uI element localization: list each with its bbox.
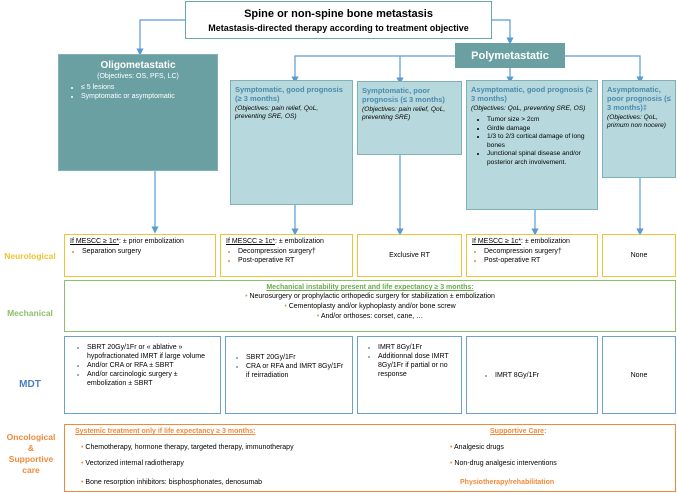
sub-header-rest: , poor prognosis (≤ 3 months)‡ [607,85,671,112]
onco-label-line: Supportive [8,454,54,464]
sub-bullet: Junctional spinal disease and/or posteri… [487,150,593,167]
mechanical-cell: Mechanical instability present and life … [64,280,676,332]
supportive-title-colon: : [544,428,547,435]
mechanical-bullet-text: Neurosurgery or prophylactic orthopedic … [249,293,495,300]
mdt-cell-symptomatic-good: SBRT 20Gy/1Fr CRA or RFA and IMRT 8Gy/1F… [225,336,353,414]
neuro-condition-rest: : ± prior embolization [118,238,184,245]
neuro-bullet: Decompression surgery† [238,247,347,256]
systemic-bullet: • Bone resorption inhibitors: bisphospho… [81,479,263,486]
supportive-bullet-text: Non-drug analgesic interventions [454,460,557,467]
neuro-bullet: Decompression surgery† [484,247,592,256]
row-label-mdt: MDT [19,379,41,390]
systemic-bullet: • Vectorized internal radiotherapy [81,460,184,467]
sub-bullet: Tumor size > 2cm [487,116,593,125]
mdt-cell-asymptomatic-poor: None [602,336,676,414]
oligometastatic-objectives: (Objectives: OS, PFS, LC) [97,73,179,80]
mechanical-bullet-text: Cementoplasty and/or kyphoplasty and/or … [288,303,456,310]
neuro-condition: If MESCC ≥ 1c* [226,238,275,245]
mdt-bullet: IMRT 8Gy/1Fr [495,371,591,380]
supportive-footer: Physiotherapy/rehabilitation [460,479,555,486]
neuro-condition-rest: : ± embolization [274,238,324,245]
mechanical-bullet: • And/or orthoses: corset, cane, … [316,313,424,320]
neuro-condition: If MESCC ≥ 1c* [70,238,119,245]
oligo-bullet: Symptomatic or asymptomatic [81,92,217,101]
mdt-bullet: CRA or RFA and IMRT 8Gy/1Fr if reirradia… [246,362,346,380]
systemic-title: Systemic treatment only if life expectan… [75,428,256,435]
sub-objectives: (Objectives: QoL, preventing SRE, OS) [471,105,586,112]
systemic-bullet: • Chemotherapy, hormone therapy, targete… [81,444,294,451]
neuro-bullet: Post-operative RT [238,256,347,265]
row-label-oncological: Oncological & Supportive care [0,432,62,476]
diagram-title: Spine or non-spine bone metastasis Metas… [185,1,492,39]
mdt-bullet: And/or carcinologic surgery ± embolizati… [87,370,214,388]
onco-label-line: Oncological [6,432,56,442]
sub-objectives: (Objectives: QoL, primum non nocere) [607,114,667,129]
supportive-title: Supportive Care: [490,428,546,435]
sub-asymptomatic-poor: Asymptomatic, poor prognosis (≤ 3 months… [602,80,676,178]
supportive-bullet: • Analgesic drugs [450,444,504,451]
mechanical-title: Mechanical instability present and life … [266,284,474,291]
neuro-cell-asymptomatic-poor: None [602,234,676,277]
mdt-bullet: And/or CRA or RFA ± SBRT [87,361,214,370]
sub-header-rest: good prognosis (≥ 3 months) [235,85,343,103]
mdt-bullet: Additionnal dose IMRT 8Gy/1Fr if partial… [378,352,455,379]
oncological-cell: Systemic treatment only if life expectan… [64,424,676,492]
neuro-condition-rest: : ± embolization [520,238,570,245]
sub-header-strong: Symptomatic, [235,85,285,94]
neuro-bullet: Separation surgery [82,247,210,256]
neuro-bullet: Post-operative RT [484,256,592,265]
sub-asymptomatic-good: Asymptomatic, good prognosis (≥ 3 months… [466,80,598,210]
mdt-bullet: IMRT 8Gy/1Fr [378,343,455,352]
title-line2: Metastasis-directed therapy according to… [208,23,469,33]
neuro-cell-oligo: If MESCC ≥ 1c*: ± prior embolization Sep… [64,234,216,277]
systemic-bullet-text: Bone resorption inhibitors: bisphosphona… [85,479,263,486]
oligometastatic-box: Oligometastatic (Objectives: OS, PFS, LC… [58,54,218,171]
onco-label-line: care [22,465,40,475]
supportive-bullet-text: Analgesic drugs [454,444,504,451]
sub-bullet: 1/3 to 2/3 cortical damage of long bones [487,133,593,150]
sub-header-strong: Asymptomatic, [471,85,525,94]
neuro-cell-symptomatic-poor: Exclusive RT [357,234,462,277]
sub-header-rest: poor prognosis (≤ 3 months) [362,86,445,104]
row-label-neurological: Neurological [4,251,56,261]
mechanical-bullet-text: And/or orthoses: corset, cane, … [320,313,424,320]
supportive-bullet: • Non-drug analgesic interventions [450,460,557,467]
sub-objectives: (Objectives: pain relief, QoL, preventin… [362,106,446,121]
sub-symptomatic-good: Symptomatic, good prognosis (≥ 3 months)… [230,80,353,205]
polymetastatic-box: Polymetastatic [455,43,565,68]
sub-bullet: Girdle damage [487,125,593,134]
sub-header-rest: good prognosis (≥ 3 months) [471,85,593,103]
title-line1: Spine or non-spine bone metastasis [244,8,433,20]
mdt-cell-symptomatic-poor: IMRT 8Gy/1Fr Additionnal dose IMRT 8Gy/1… [357,336,462,414]
mdt-cell-asymptomatic-good: IMRT 8Gy/1Fr [466,336,598,414]
neuro-cell-symptomatic-good: If MESCC ≥ 1c*: ± embolization Decompres… [220,234,353,277]
neuro-cell-asymptomatic-good: If MESCC ≥ 1c*: ± embolization Decompres… [466,234,598,277]
mdt-bullet: SBRT 20Gy/1Fr [246,353,346,362]
systemic-bullet-text: Vectorized internal radiotherapy [85,460,184,467]
sub-symptomatic-poor: Symptomatic, poor prognosis (≤ 3 months)… [357,81,462,155]
sub-header-strong: Asymptomatic [607,85,659,94]
oligo-bullet: ≤ 5 lesions [81,83,217,92]
onco-label-line: & [27,443,35,453]
sub-header-strong: Symptomatic, [362,86,412,95]
row-label-mechanical: Mechanical [7,308,53,318]
supportive-title-text: Supportive Care [490,428,545,435]
neuro-condition: If MESCC ≥ 1c* [472,238,521,245]
mechanical-bullet: • Cementoplasty and/or kyphoplasty and/o… [284,303,456,310]
mdt-bullet: SBRT 20Gy/1Fr or « ablative » hypofracti… [87,343,214,361]
oligometastatic-header: Oligometastatic [59,55,217,73]
mdt-cell-oligo: SBRT 20Gy/1Fr or « ablative » hypofracti… [64,336,221,414]
sub-objectives: (Objectives: pain relief, QoL, preventin… [235,105,319,120]
systemic-bullet-text: Chemotherapy, hormone therapy, targeted … [85,444,294,451]
mechanical-bullet: • Neurosurgery or prophylactic orthopedi… [245,293,495,300]
